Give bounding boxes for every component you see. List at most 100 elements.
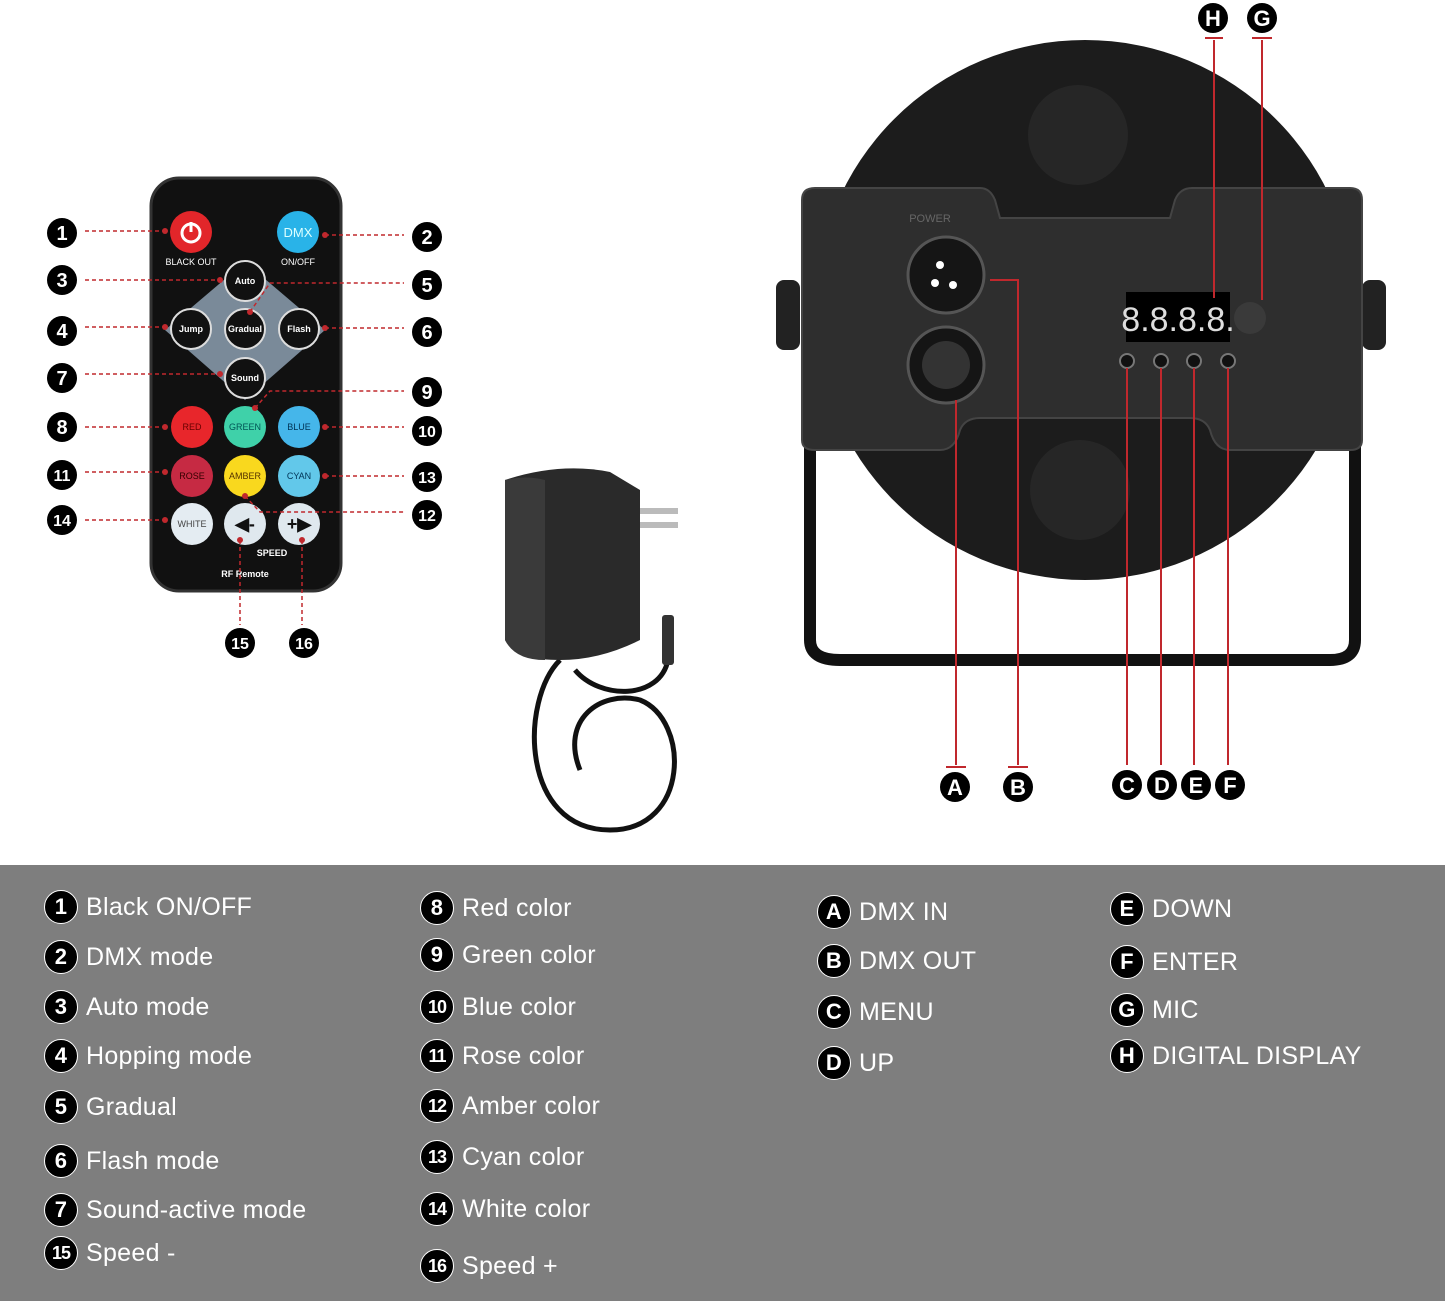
mic-icon	[1234, 302, 1266, 334]
remote-callout-lines	[85, 230, 404, 625]
svg-text:10: 10	[418, 424, 436, 441]
speed-up-button[interactable]: +▶	[278, 503, 320, 545]
auto-button[interactable]: Auto	[224, 260, 266, 302]
legend-label: DMX mode	[86, 942, 214, 971]
speed-label: SPEED	[257, 548, 288, 558]
flash-button[interactable]: Flash	[278, 308, 320, 350]
blackout-button[interactable]	[170, 211, 212, 253]
svg-text:2: 2	[421, 227, 432, 249]
svg-text:RED: RED	[182, 422, 202, 432]
legend-badge: D	[817, 1046, 851, 1080]
legend-label: MIC	[1152, 995, 1199, 1024]
legend-badge: B	[817, 944, 851, 978]
svg-text:15: 15	[231, 636, 249, 653]
legend-label: White color	[462, 1194, 591, 1223]
callout-2: 2	[412, 222, 442, 252]
blue-button[interactable]: BLUE	[278, 406, 320, 448]
dmx-button[interactable]: DMX	[277, 211, 319, 253]
svg-text:Sound: Sound	[231, 373, 259, 383]
svg-text:7: 7	[56, 368, 67, 390]
legend-label: DOWN	[1152, 894, 1233, 923]
speaker-grille-bottom	[1030, 440, 1130, 540]
enter-button	[1220, 353, 1236, 369]
rose-button[interactable]: ROSE	[171, 455, 213, 497]
svg-text:12: 12	[418, 508, 436, 525]
legend-label: Hopping mode	[86, 1041, 253, 1070]
menu-button	[1119, 353, 1135, 369]
svg-text:16: 16	[295, 636, 313, 653]
svg-text:Auto: Auto	[235, 276, 256, 286]
svg-text:CYAN: CYAN	[287, 471, 311, 481]
svg-text:14: 14	[53, 513, 71, 530]
jump-button[interactable]: Jump	[170, 308, 212, 350]
callout-6: 6	[412, 317, 442, 347]
svg-text:A: A	[947, 775, 963, 800]
white-button[interactable]: WHITE	[171, 503, 213, 545]
down-button	[1186, 353, 1202, 369]
callout-12: 12	[412, 500, 442, 530]
legend-label: Speed +	[462, 1251, 558, 1280]
callout-8: 8	[47, 412, 77, 442]
callout-11: 11	[47, 460, 77, 490]
legend-badge: 4	[44, 1039, 78, 1073]
svg-text:E: E	[1189, 773, 1204, 798]
callout-9: 9	[412, 377, 442, 407]
legend-label: Speed -	[86, 1238, 176, 1267]
speed-down-button[interactable]: ◀-	[224, 503, 266, 545]
red-button[interactable]: RED	[171, 406, 213, 448]
legend-item: G MIC	[1110, 993, 1199, 1027]
callout-7: 7	[47, 363, 77, 393]
callout-5: 5	[412, 270, 442, 300]
svg-text:DMX: DMX	[284, 225, 313, 240]
legend-badge: 16	[420, 1249, 454, 1283]
amber-button[interactable]: AMBER	[224, 455, 266, 497]
legend-label: DIGITAL DISPLAY	[1152, 1041, 1362, 1070]
legend-item: 4 Hopping mode	[44, 1039, 252, 1073]
legend-badge: G	[1110, 993, 1144, 1027]
green-button[interactable]: GREEN	[224, 406, 266, 448]
product-illustration: BLACK OUT DMX ON/OFF Auto Jump Gradual F…	[47, 3, 1386, 833]
dmx-sub-label: ON/OFF	[281, 257, 315, 267]
legend-label: Amber color	[462, 1091, 601, 1120]
svg-text:B: B	[1010, 775, 1026, 800]
svg-text:C: C	[1119, 773, 1135, 798]
legend-badge: 3	[44, 990, 78, 1024]
legend-label: Green color	[462, 940, 596, 969]
legend-label: Cyan color	[462, 1142, 585, 1171]
legend-badge: F	[1110, 945, 1144, 979]
callout-13: 13	[412, 462, 442, 492]
remote-callouts: 1 2 3 4 5 6 7 8 9 10 11 12 13 14 15 16	[47, 218, 442, 658]
gradual-button[interactable]: Gradual	[224, 308, 266, 350]
legend-label: UP	[859, 1048, 895, 1077]
speaker-grille-top	[1028, 85, 1128, 185]
svg-text:G: G	[1253, 6, 1270, 31]
callout-D: D	[1147, 770, 1177, 800]
legend-badge: 15	[44, 1236, 78, 1270]
callout-3: 3	[47, 265, 77, 295]
legend-badge: 10	[420, 990, 454, 1024]
callout-A: A	[940, 772, 970, 802]
callout-10: 10	[412, 416, 442, 446]
svg-text:8: 8	[56, 417, 67, 439]
device-callouts: A B C D E F G H	[940, 3, 1277, 802]
left-arrow-icon: ◀-	[234, 514, 255, 534]
callout-E: E	[1181, 770, 1211, 800]
cyan-button[interactable]: CYAN	[278, 455, 320, 497]
callout-4: 4	[47, 316, 77, 346]
legend-label: MENU	[859, 997, 934, 1026]
callout-F: F	[1215, 770, 1245, 800]
sound-button[interactable]: Sound	[224, 357, 266, 399]
